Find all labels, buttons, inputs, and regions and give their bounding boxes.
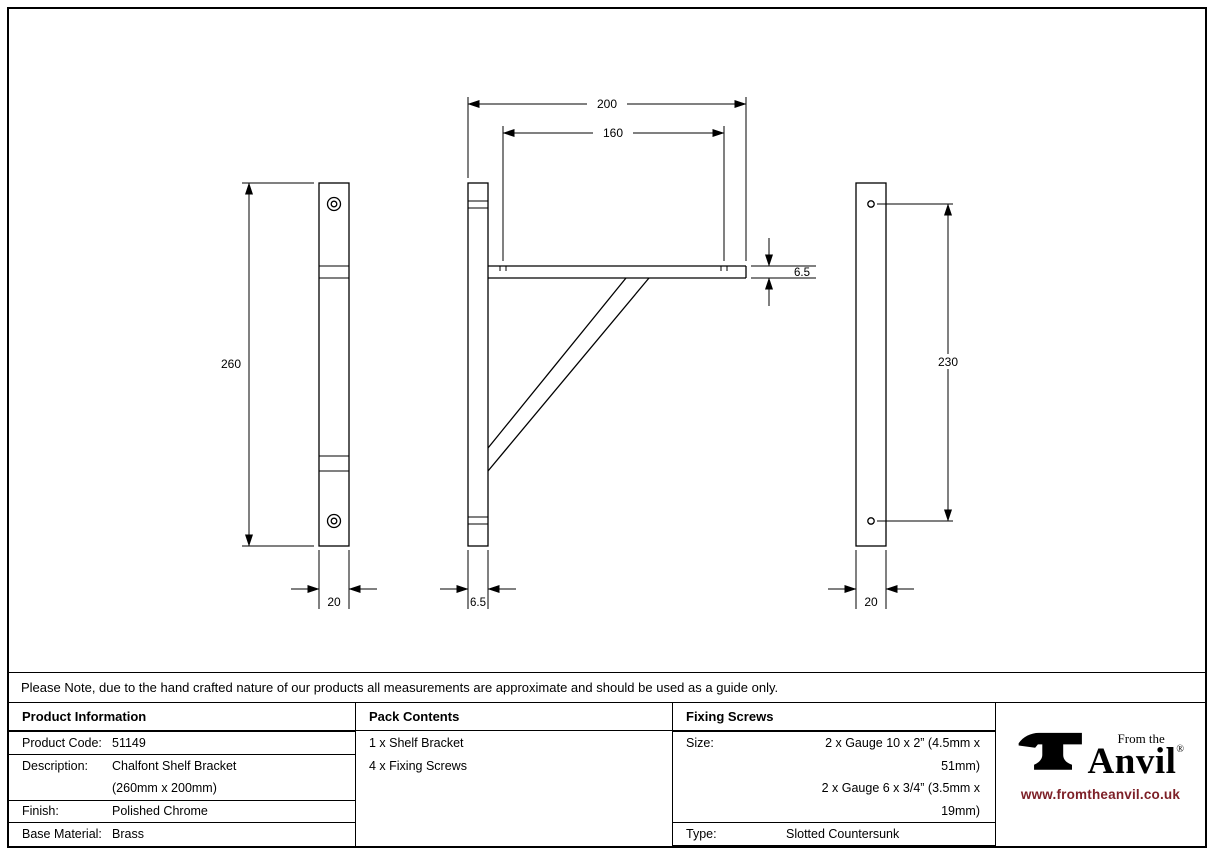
pack-item: 1 x Shelf Bracket [369, 736, 464, 751]
finish-row: Finish: Polished Chrome [9, 799, 355, 823]
anvil-icon [1018, 732, 1082, 770]
technical-drawing: 260 20 [9, 9, 1205, 672]
arm-hole-marks [499, 266, 728, 271]
registered-mark: ® [1176, 743, 1185, 755]
base-material-row: Base Material: Brass [9, 822, 355, 845]
dimension-plate-width-back: 20 [828, 550, 914, 609]
screw-size-label: Size: [686, 736, 714, 750]
screw-type-value: Slotted Countersunk [786, 826, 900, 841]
screw-size-row: Size: 2 x Gauge 10 x 2” (4.5mm x 51mm) 2… [673, 731, 995, 822]
side-plate-hole-marks [468, 200, 488, 525]
screw-type-label: Type: [686, 826, 717, 841]
dimension-arm-thickness: 6.5 [751, 238, 816, 306]
front-plate-outline [318, 182, 350, 547]
description-value-line2: (260mm x 200mm) [112, 781, 217, 795]
dim-plate-thickness-label: 6.5 [470, 597, 486, 609]
side-view [467, 182, 747, 547]
info-table: Product Information Product Code: 51149 … [9, 703, 1205, 846]
back-bottom-screw-hole [867, 517, 875, 525]
dim-arm-hole-spacing-label: 160 [603, 126, 623, 140]
description-label: Description: [22, 758, 88, 773]
shelf-arm [488, 265, 747, 279]
fixing-screws-header: Fixing Screws [673, 703, 995, 731]
front-top-screw-hole [326, 196, 342, 212]
dimension-arm-length: 200 [467, 96, 747, 261]
front-bottom-screw-hole [326, 513, 342, 529]
sheet-frame: 260 20 [7, 7, 1207, 848]
dim-plate-height-label: 260 [221, 357, 241, 371]
dimension-plate-hole-spacing: 230 [877, 203, 966, 522]
pack-contents-column: Pack Contents 1 x Shelf Bracket 4 x Fixi… [355, 703, 672, 846]
dim-arm-thickness-label: 6.5 [794, 267, 810, 279]
back-plate-outline [855, 182, 887, 547]
finish-label: Finish: [22, 804, 59, 819]
front-attachment-lines [319, 265, 349, 472]
back-view [855, 182, 887, 547]
product-code-row: Product Code: 51149 [9, 731, 355, 754]
base-material-label: Base Material: [22, 826, 102, 841]
pack-contents-header: Pack Contents [356, 703, 672, 731]
screw-size-value-line2: 2 x Gauge 6 x 3/4” (3.5mm x 19mm) [821, 781, 980, 818]
dim-arm-length-label: 200 [597, 97, 617, 111]
dim-plate-width-back-label: 20 [864, 595, 878, 609]
logo-brand: Anvil® [1087, 740, 1185, 782]
screw-finish-row: Finish: Stainless Steel [673, 844, 995, 847]
dim-plate-hole-spacing-label: 230 [938, 355, 958, 369]
front-view [318, 182, 350, 547]
bracket-drawing-svg: 260 20 [221, 96, 966, 609]
screw-size-value-line1: 2 x Gauge 10 x 2” (4.5mm x 51mm) [825, 736, 980, 773]
logo-tagline: From the [1117, 730, 1165, 746]
dimension-plate-width-front: 20 [291, 550, 377, 609]
description-value-line1: Chalfont Shelf Bracket [112, 758, 237, 773]
product-information-column: Product Information Product Code: 51149 … [9, 703, 355, 846]
finish-value: Polished Chrome [112, 804, 208, 819]
dim-plate-width-front-label: 20 [327, 595, 341, 609]
description-row: Description: Chalfont Shelf Bracket (260… [9, 753, 355, 800]
brand-logo-column: From the Anvil® www.fromtheanvil.co.uk [995, 703, 1205, 846]
diagonal-brace [487, 277, 650, 472]
product-information-header: Product Information [9, 703, 355, 731]
measurement-disclaimer: Please Note, due to the hand crafted nat… [9, 672, 1205, 703]
product-code-label: Product Code: [22, 735, 102, 750]
pack-item: 4 x Fixing Screws [369, 758, 467, 773]
dimension-plate-thickness: 6.5 [440, 550, 516, 609]
base-material-value: Brass [112, 826, 144, 841]
dimension-plate-height: 260 [221, 182, 314, 547]
fixing-screws-column: Fixing Screws Size: 2 x Gauge 10 x 2” (4… [672, 703, 995, 846]
logo-url: www.fromtheanvil.co.uk [1020, 787, 1181, 802]
side-plate-outline [467, 182, 489, 547]
back-top-screw-hole [867, 200, 875, 208]
dimension-arm-hole-spacing: 160 [502, 125, 725, 261]
screw-type-row: Type: Slotted Countersunk [673, 822, 995, 845]
product-code-value: 51149 [112, 735, 146, 750]
